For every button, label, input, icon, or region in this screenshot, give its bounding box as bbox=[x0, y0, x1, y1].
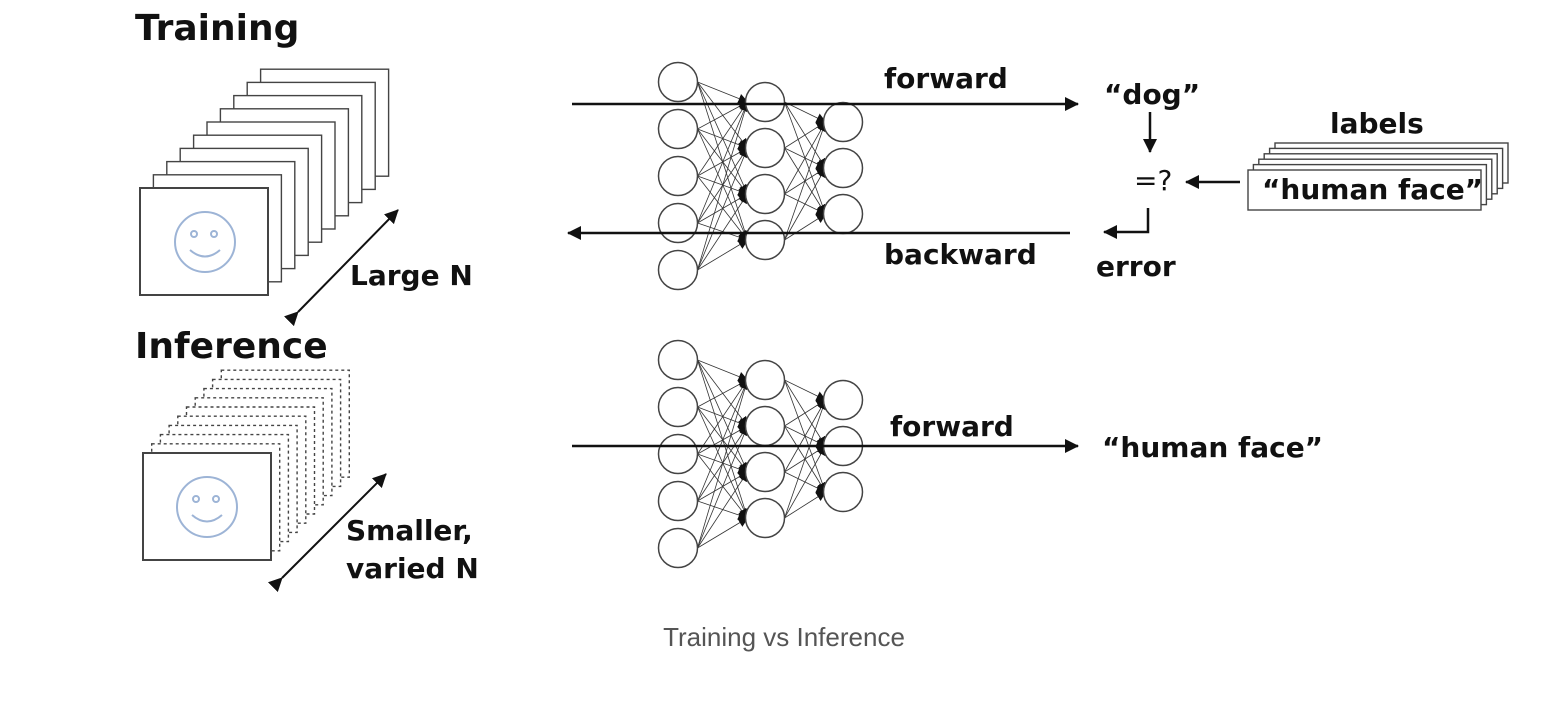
inference-batch-size-arrow bbox=[267, 473, 387, 593]
network-neuron bbox=[657, 527, 699, 569]
inference-batch-label-line1: Smaller, bbox=[346, 514, 473, 547]
network-edge bbox=[697, 147, 749, 271]
compare-symbol: =? bbox=[1134, 164, 1172, 197]
network-edge bbox=[697, 239, 749, 271]
inference-image-stack bbox=[142, 369, 351, 561]
network-edge bbox=[697, 379, 750, 549]
network-neuron bbox=[657, 249, 699, 291]
network-edge bbox=[697, 101, 749, 224]
figure-caption: Training vs Inference bbox=[663, 622, 905, 652]
network-edge bbox=[784, 399, 827, 427]
network-neuron bbox=[657, 386, 699, 428]
inference-image-frame bbox=[142, 452, 272, 561]
network-edge bbox=[697, 101, 749, 177]
network-neuron bbox=[657, 108, 699, 150]
inference-neural-network bbox=[657, 339, 864, 569]
training-forward-label: forward bbox=[884, 62, 1008, 95]
network-neuron bbox=[744, 359, 786, 401]
network-edge bbox=[784, 445, 826, 519]
network-neuron bbox=[744, 405, 786, 447]
training-smiley-face-icon bbox=[174, 211, 236, 273]
network-edge bbox=[784, 121, 826, 195]
label-card bbox=[1247, 169, 1482, 211]
network-neuron bbox=[657, 202, 699, 244]
network-neuron bbox=[744, 127, 786, 169]
inference-batch-label-line2: varied N bbox=[346, 552, 479, 585]
training-neural-network bbox=[657, 61, 864, 291]
network-neuron bbox=[822, 471, 864, 513]
inference-heading: Inference bbox=[135, 326, 328, 367]
training-batch-label: Large N bbox=[350, 259, 473, 292]
network-edge bbox=[784, 121, 828, 241]
inference-smiley-face-icon bbox=[176, 476, 238, 538]
network-neuron bbox=[822, 147, 864, 189]
network-edge bbox=[784, 399, 826, 473]
network-edge bbox=[697, 81, 749, 149]
network-neuron bbox=[822, 379, 864, 421]
inference-forward-label: forward bbox=[890, 410, 1014, 443]
network-edge bbox=[697, 379, 749, 455]
network-neuron bbox=[657, 433, 699, 475]
training-prediction-label: “dog” bbox=[1104, 78, 1200, 111]
network-neuron bbox=[657, 155, 699, 197]
network-edge bbox=[697, 425, 749, 549]
inference-prediction-label: “human face” bbox=[1102, 431, 1323, 464]
network-neuron bbox=[744, 173, 786, 215]
network-neuron bbox=[657, 339, 699, 381]
network-edge bbox=[784, 399, 828, 519]
network-edge bbox=[697, 359, 749, 382]
network-edge bbox=[784, 101, 827, 123]
network-edge bbox=[784, 213, 827, 241]
network-edge bbox=[697, 81, 749, 104]
error-label: error bbox=[1096, 250, 1176, 283]
network-edge bbox=[697, 128, 749, 241]
training-backward-label: backward bbox=[884, 238, 1037, 271]
network-neuron bbox=[822, 101, 864, 143]
network-edge bbox=[697, 406, 749, 519]
network-neuron bbox=[744, 219, 786, 261]
network-edge bbox=[784, 379, 827, 401]
network-neuron bbox=[744, 81, 786, 123]
label-value: “human face” bbox=[1262, 173, 1483, 206]
network-neuron bbox=[744, 497, 786, 539]
network-connections bbox=[697, 81, 828, 271]
network-neuron bbox=[657, 480, 699, 522]
network-neuron bbox=[822, 193, 864, 235]
error-arrow bbox=[1103, 208, 1150, 239]
network-edge bbox=[784, 121, 827, 149]
network-edge bbox=[697, 101, 750, 271]
training-batch-size-arrow bbox=[283, 209, 399, 327]
network-neuron bbox=[744, 451, 786, 493]
network-edge bbox=[697, 81, 749, 195]
labels-stack bbox=[1247, 142, 1509, 211]
training-image-frame bbox=[139, 187, 269, 296]
network-neuron bbox=[657, 61, 699, 103]
network-edge bbox=[697, 359, 749, 427]
network-edge bbox=[697, 359, 749, 473]
network-edge bbox=[697, 471, 749, 549]
network-edge bbox=[697, 517, 749, 549]
labels-title: labels bbox=[1330, 107, 1424, 140]
network-edge bbox=[784, 167, 826, 241]
network-edge bbox=[697, 379, 749, 502]
training-heading: Training bbox=[135, 8, 299, 49]
network-edge bbox=[784, 491, 827, 519]
